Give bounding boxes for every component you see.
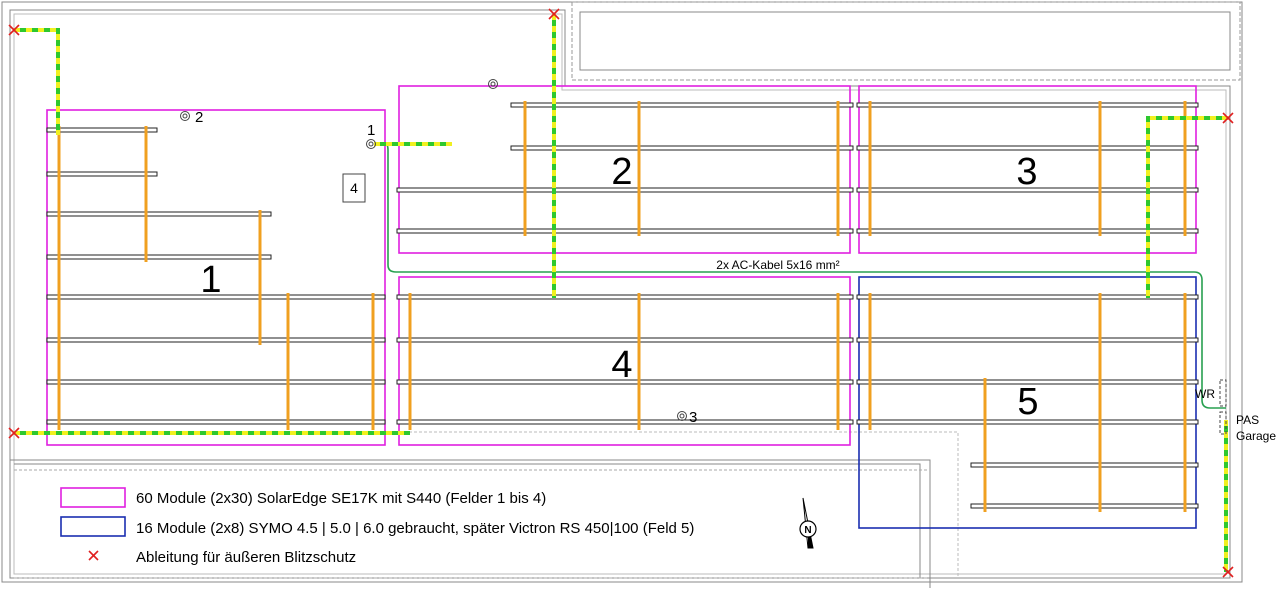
legend: 60 Module (2x30) SolarEdge SE17K mit S44… <box>60 487 694 566</box>
x-mark <box>1222 112 1234 124</box>
vent-icon-top <box>488 79 498 89</box>
garage-label: Garage <box>1236 429 1276 443</box>
derivation-marks <box>8 8 1234 578</box>
roof-outline <box>1 1 1243 588</box>
compass-n-label: N <box>804 525 811 536</box>
wr-box <box>1219 379 1227 407</box>
field-3-frame <box>858 85 1197 254</box>
field-frames <box>46 85 1197 529</box>
field-label-4: 4 <box>611 344 632 386</box>
field-label-1: 1 <box>200 259 221 301</box>
x-mark <box>1222 566 1234 578</box>
x-mark <box>8 24 20 36</box>
point-label-1: 1 <box>367 122 375 139</box>
legend-x-icon <box>88 550 99 561</box>
orange-supports <box>57 101 1187 512</box>
point-label-3: 3 <box>689 409 697 426</box>
pas-label: PAS <box>1236 413 1259 427</box>
x-mark <box>8 427 20 439</box>
legend-swatch-solaredge <box>60 487 126 508</box>
vent-icon-2 <box>180 111 190 121</box>
module-rails <box>46 102 1199 509</box>
box-4 <box>342 173 366 203</box>
box-4-label: 4 <box>350 180 358 196</box>
north-arrow-icon: N <box>799 497 817 549</box>
ac-cable-label: 2x AC-Kabel 5x16 mm² <box>716 258 839 272</box>
field-1-frame <box>46 109 386 446</box>
x-mark <box>548 8 560 20</box>
pas-box <box>1219 411 1227 435</box>
wr-label: WR <box>1195 387 1215 401</box>
vent-icon-3 <box>677 411 687 421</box>
point-label-2: 2 <box>195 109 203 126</box>
legend-item-3: Ableitung für äußeren Blitzschutz <box>136 549 356 566</box>
field-2-frame <box>398 85 851 254</box>
field-label-3: 3 <box>1016 151 1037 193</box>
field-4-frame <box>398 276 851 446</box>
vent-symbols <box>180 79 687 421</box>
legend-swatch-symo <box>60 516 126 537</box>
field-5-frame <box>858 276 1197 529</box>
field-label-5: 5 <box>1017 381 1038 423</box>
legend-item-2: 16 Module (2x8) SYMO 4.5 | 5.0 | 6.0 geb… <box>136 520 694 537</box>
lightning-conductors <box>14 14 1228 572</box>
ac-cable <box>374 143 1226 409</box>
field-label-2: 2 <box>611 151 632 193</box>
legend-item-1: 60 Module (2x30) SolarEdge SE17K mit S44… <box>136 490 546 507</box>
vent-icon-1 <box>366 139 376 149</box>
